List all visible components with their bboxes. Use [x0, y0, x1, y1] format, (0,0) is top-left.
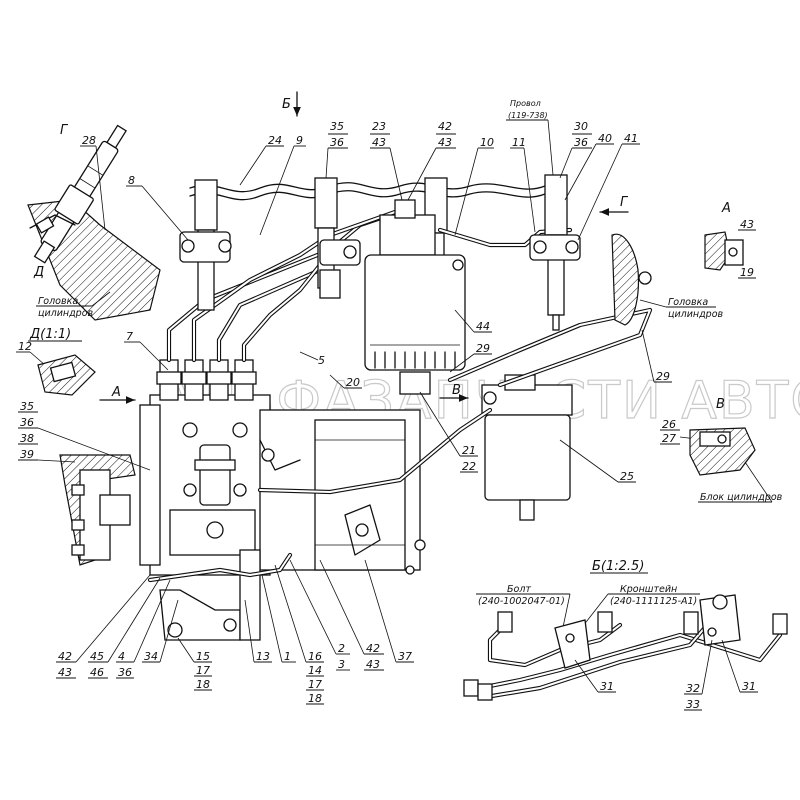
callout-9: 9 [296, 134, 303, 147]
callout-1: 1 [284, 650, 291, 663]
view-b-pipe-assembly [463, 594, 788, 701]
callout-10: 10 [480, 136, 494, 149]
callout-14: 14 [308, 664, 322, 677]
wire-note-line2: (119-738) [508, 111, 548, 120]
callout-43e: 43 [366, 658, 380, 671]
callout-11: 11 [512, 136, 526, 149]
bracket-note-line1: Кронштейн [620, 584, 677, 595]
callout-21: 21 [462, 444, 476, 457]
callout-29b: 29 [656, 370, 670, 383]
callout-39: 39 [20, 448, 34, 461]
callout-30: 30 [574, 120, 588, 133]
callout-42a: 42 [438, 120, 452, 133]
callout-3: 3 [338, 658, 345, 671]
callout-8: 8 [128, 174, 135, 187]
callout-4: 4 [118, 650, 125, 663]
callout-5: 5 [318, 354, 325, 367]
callout-19: 19 [740, 266, 754, 279]
callout-26: 26 [662, 418, 676, 431]
view-v-arrow-label: В [452, 383, 461, 398]
callout-46: 46 [90, 666, 104, 679]
view-g-label: Г [60, 123, 69, 138]
injector-right [529, 174, 652, 331]
callout-18b: 18 [308, 692, 322, 705]
callout-45: 45 [90, 650, 104, 663]
callout-40: 40 [598, 132, 612, 145]
view-a-arrow-label: А [111, 385, 121, 400]
view-b-scale-label: Б(1:2.5) [592, 559, 644, 574]
callout-32: 32 [686, 682, 700, 695]
callout-20: 20 [346, 376, 360, 389]
callout-35b: 35 [20, 400, 34, 413]
view-a-label: А [721, 201, 731, 216]
callout-43c: 43 [740, 218, 754, 231]
callout-36b: 36 [574, 136, 588, 149]
bolt-note-line2: (240-1002047-01) [478, 596, 565, 607]
callout-38: 38 [20, 432, 34, 445]
head-left-line1: Головка [38, 296, 78, 307]
callout-15: 15 [196, 650, 210, 663]
callout-16: 16 [308, 650, 322, 663]
head-left-line2: цилиндров [38, 308, 94, 319]
callout-42b: 42 [58, 650, 72, 663]
callout-17b: 17 [308, 678, 322, 691]
head-right-line1: Головка [668, 297, 708, 308]
callout-36c: 36 [20, 416, 34, 429]
coarse-filter [481, 374, 573, 521]
callout-2: 2 [338, 642, 345, 655]
callout-22: 22 [462, 460, 476, 473]
callout-23: 23 [372, 120, 386, 133]
view-d-scale-label: Д(1:1) [29, 327, 71, 342]
view-d-label: Д [33, 265, 44, 280]
block-label: Блок цилиндров [700, 492, 783, 503]
callout-31a: 31 [600, 680, 614, 693]
view-g-injector-section [27, 124, 161, 321]
bracket-note-line2: (240-1111125-А1) [610, 596, 697, 607]
callout-37: 37 [398, 650, 412, 663]
callout-42c: 42 [366, 642, 380, 655]
callout-34: 34 [144, 650, 158, 663]
fine-filter [364, 199, 466, 395]
callout-13: 13 [256, 650, 270, 663]
callout-36d: 36 [118, 666, 132, 679]
view-a-detail [704, 231, 744, 271]
callout-29a: 29 [476, 342, 490, 355]
callout-31b: 31 [742, 680, 756, 693]
callout-44: 44 [476, 320, 490, 333]
callout-27: 27 [662, 432, 676, 445]
callout-43b: 43 [438, 136, 452, 149]
callout-25: 25 [620, 470, 634, 483]
callout-7: 7 [126, 330, 133, 343]
drain-line [189, 182, 546, 201]
callout-17a: 17 [196, 664, 210, 677]
callout-24: 24 [268, 134, 282, 147]
callout-43d: 43 [58, 666, 72, 679]
bolt-note-line1: Болт [507, 584, 531, 595]
view-g-arrow-label: Г [620, 195, 629, 210]
callout-36a: 36 [330, 136, 344, 149]
callout-41: 41 [624, 132, 638, 145]
head-right-line2: цилиндров [668, 309, 724, 320]
callout-35a: 35 [330, 120, 344, 133]
callout-43a: 43 [372, 136, 386, 149]
view-d-detail [37, 354, 96, 396]
view-v-detail [689, 427, 756, 476]
view-b-arrow-label: Б [282, 97, 291, 112]
callout-28: 28 [82, 134, 96, 147]
wire-note-line1: Провол [510, 99, 541, 108]
view-v-label: В [716, 397, 725, 412]
callout-12: 12 [18, 340, 32, 353]
pump-mounting-flange [59, 454, 136, 566]
callout-18a: 18 [196, 678, 210, 691]
callout-33: 33 [686, 698, 700, 711]
